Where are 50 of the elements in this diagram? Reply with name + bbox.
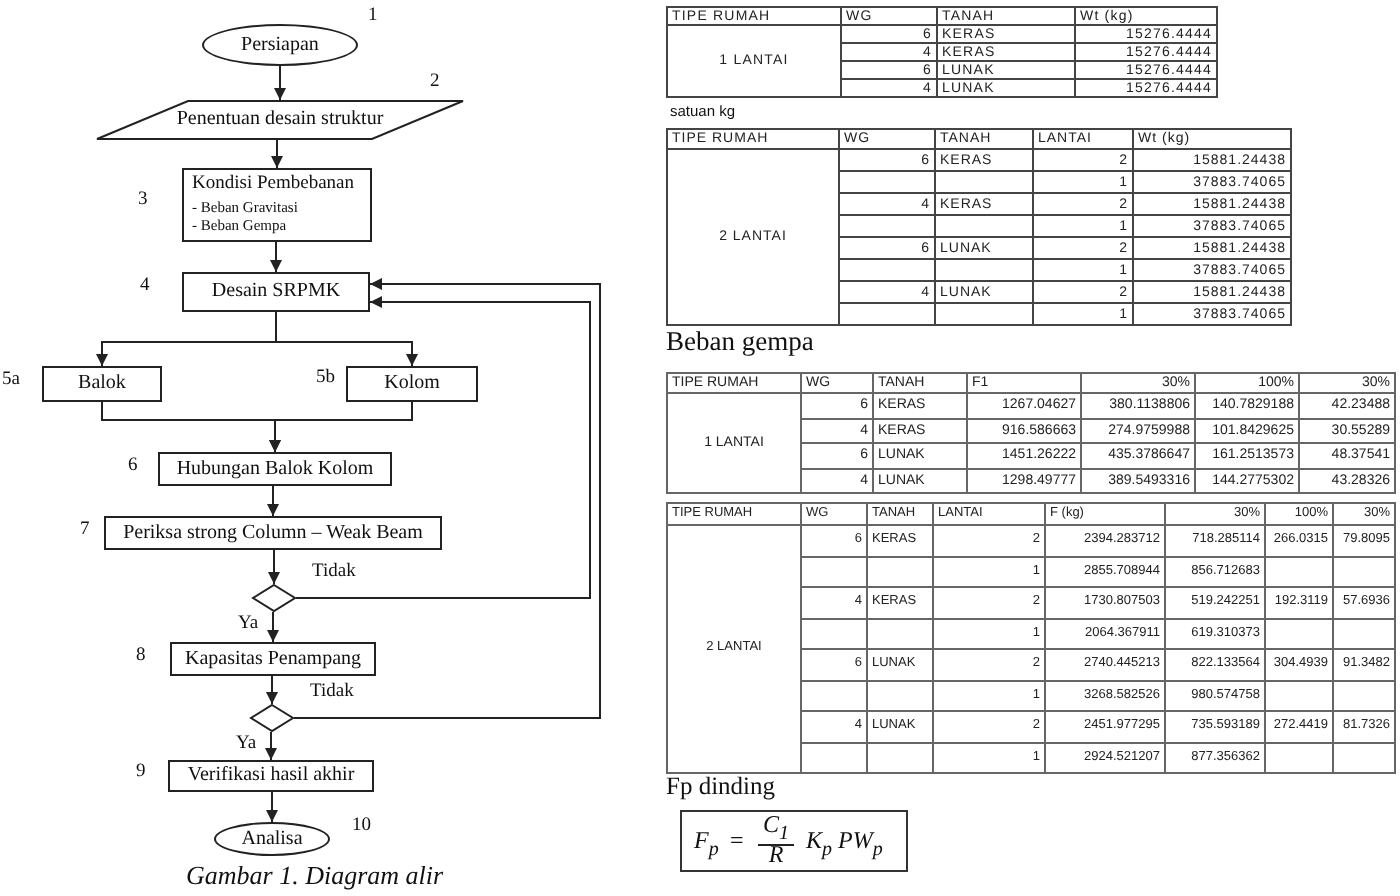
step-number: 5b (316, 370, 335, 389)
arrow (275, 311, 418, 367)
step-number: 8 (136, 648, 146, 667)
arrow (271, 139, 283, 169)
formula-term: F$_{p}$ (694, 828, 719, 861)
edge-label: Ya (238, 614, 259, 635)
decision-diamond (252, 584, 296, 612)
section-heading: Beban gempa (666, 328, 814, 358)
formula-box (680, 810, 908, 872)
step-number: 2 (430, 74, 440, 93)
fraction-denominator: R (766, 842, 786, 869)
process-box (182, 168, 372, 242)
step-number: 3 (138, 192, 148, 211)
process-box: Verifikasi hasil akhir (168, 760, 374, 792)
terminal-oval: Persiapan (202, 24, 358, 66)
step-number: 4 (140, 278, 150, 297)
process-box: Balok (42, 366, 162, 402)
process-box: Hubungan Balok Kolom (158, 452, 392, 486)
input-parallelogram: Penentuan desain struktur (96, 100, 464, 140)
edge-label: Tidak (312, 562, 356, 583)
process-box: Periksa strong Column – Weak Beam (104, 516, 442, 550)
step-number: 5a (2, 372, 20, 391)
arrow (266, 791, 278, 823)
arrow (267, 485, 279, 517)
edge-label: Ya (236, 734, 257, 755)
arrow (269, 401, 413, 453)
step-number: 9 (136, 764, 146, 783)
box-heading: Kondisi Pembebanan (192, 174, 355, 195)
process-box: Kolom (346, 366, 478, 402)
step-number: 10 (352, 818, 371, 837)
formula-term: K$_{p}$ PW$_{p}$ (806, 828, 883, 861)
arrow (266, 675, 278, 705)
edge-label: Tidak (310, 682, 354, 703)
step-number: 6 (128, 458, 138, 477)
step-number: 7 (80, 522, 90, 541)
step-number: 1 (368, 8, 378, 27)
equals-sign: = (730, 828, 744, 855)
arrow (295, 296, 591, 599)
arrow (293, 278, 601, 719)
terminal-oval: Analisa (214, 822, 330, 856)
arrow (265, 731, 277, 761)
arrow (274, 65, 286, 101)
process-box: Desain SRPMK (182, 272, 370, 312)
arrow (267, 611, 279, 643)
arrow (270, 241, 282, 273)
figure-caption: Gambar 1. Diagram alir (186, 862, 444, 891)
process-box: Kapasitas Penampang (170, 642, 376, 676)
arrow (268, 549, 280, 585)
decision-diamond (250, 704, 294, 732)
fraction-numerator: C$_{1}$ (758, 812, 794, 847)
